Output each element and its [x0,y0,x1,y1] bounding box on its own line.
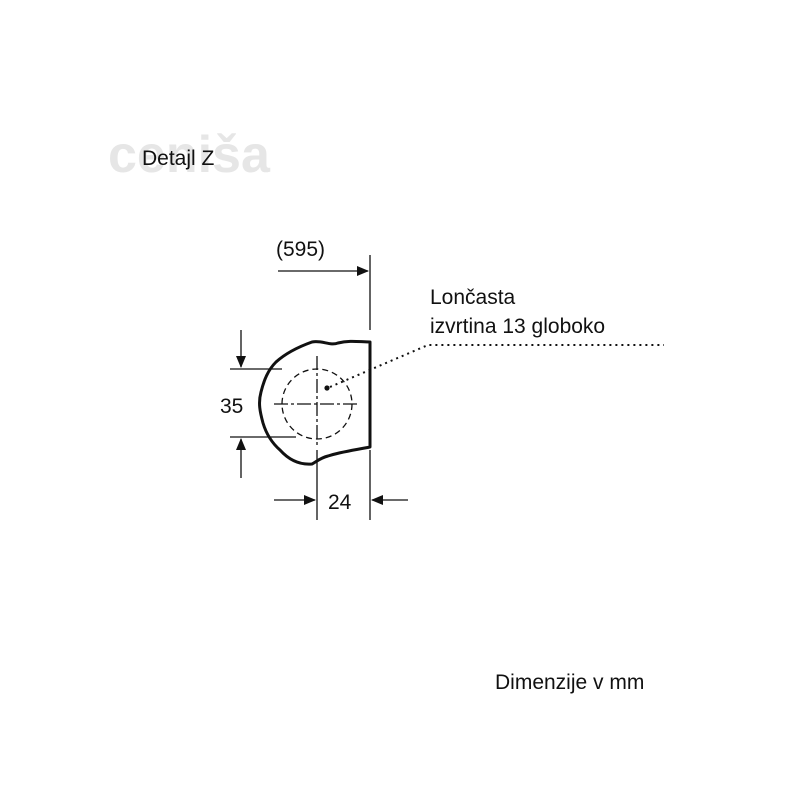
dimension-label-35: 35 [220,395,243,418]
dimension-label-24: 24 [328,491,352,514]
dimension-label-595: (595) [276,238,325,261]
units-note: Dimenzije v mm [495,671,644,694]
watermark-logo: ceniša [108,126,271,184]
callout-leader [329,344,664,388]
callout-line-2: izvrtina 13 globoko [430,315,605,338]
part-outline [258,339,372,466]
detail-title: Detajl Z [142,147,215,170]
callout-line-1: Lončasta [430,286,516,309]
hole-center-dot [324,385,330,391]
